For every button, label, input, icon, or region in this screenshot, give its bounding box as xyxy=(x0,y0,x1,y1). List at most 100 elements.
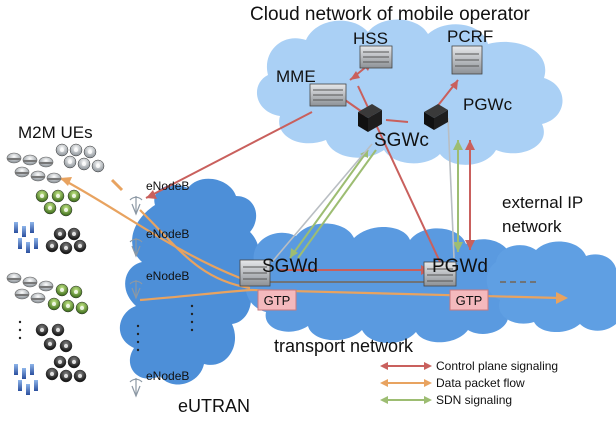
m2m-device-icon xyxy=(43,201,57,215)
sgwc-sdn-switch-icon xyxy=(358,104,382,132)
plain-links xyxy=(271,117,455,263)
m2m-device-icon xyxy=(53,355,67,369)
m2m-device-icon xyxy=(22,368,26,379)
m2m-device-icon xyxy=(26,242,30,253)
m2m-device-icon xyxy=(46,172,62,184)
gtp-label-sgwd: GTP xyxy=(264,293,291,308)
data-flow-arrowheads xyxy=(60,177,568,304)
enodeb-antennas xyxy=(129,196,143,398)
legend-label-sdn: SDN signaling xyxy=(436,393,512,407)
transport-network-label: transport network xyxy=(274,336,414,356)
legend-item-control: Control plane signaling xyxy=(380,359,558,373)
legend: Control plane signaling Data packet flow… xyxy=(380,359,558,407)
m2m-device-icon xyxy=(67,189,81,203)
m2m-device-icon xyxy=(51,323,65,337)
m2m-device-icon xyxy=(18,238,22,249)
m2m-device-icon xyxy=(75,301,89,315)
sdn-link-sgwc-sgwd xyxy=(289,149,369,259)
antenna-icon xyxy=(129,378,143,398)
m2m-device-icon xyxy=(53,227,67,241)
mme-label: MME xyxy=(276,67,316,86)
m2m-device-icon xyxy=(38,280,54,292)
m2m-device-icon xyxy=(45,239,59,253)
m2m-device-icon xyxy=(59,339,73,353)
m2m-device-icon xyxy=(30,222,34,233)
antenna-icon xyxy=(129,238,143,258)
m2m-device-icon xyxy=(69,143,83,157)
external-ip-label-1: external IP xyxy=(502,193,583,212)
m2m-device-icon xyxy=(22,154,38,166)
m2m-device-icon xyxy=(77,157,91,171)
ellipsis-dots xyxy=(18,304,194,352)
m2m-device-icon xyxy=(14,288,30,300)
pgwd-label: PGWd xyxy=(432,256,488,277)
operator-cloud xyxy=(256,19,563,165)
m2m-device-icon xyxy=(26,384,30,395)
m2m-device-icon xyxy=(83,145,97,159)
m2m-device-icon xyxy=(69,285,83,299)
m2m-device-icon xyxy=(14,166,30,178)
m2m-device-icon xyxy=(67,355,81,369)
m2m-device-icon xyxy=(67,227,81,241)
m2m-device-icon xyxy=(63,155,77,169)
m2m-device-icon xyxy=(35,189,49,203)
eutran-label: eUTRAN xyxy=(178,396,250,416)
m2m-device-icon xyxy=(61,299,75,313)
transport-cloud xyxy=(245,223,526,344)
enodeb-label-4: eNodeB xyxy=(146,369,189,383)
legend-label-control: Control plane signaling xyxy=(436,359,558,373)
m2m-device-icon xyxy=(47,297,61,311)
m2m-device-icon xyxy=(22,226,26,237)
m2m-device-icon xyxy=(55,143,69,157)
m2m-device-icon xyxy=(14,364,18,375)
control-link-mme-enodeb xyxy=(145,111,313,199)
m2m-device-icon xyxy=(35,323,49,337)
gtp-box-sgwd: GTP xyxy=(257,289,297,311)
m2m-ues-label: M2M UEs xyxy=(18,123,93,142)
data-packet-flow xyxy=(59,177,561,302)
m2m-device-icon xyxy=(73,369,87,383)
m2m-device-icon xyxy=(22,276,38,288)
sgwd-label: SGWd xyxy=(262,256,318,277)
legend-label-data: Data packet flow xyxy=(436,376,525,390)
m2m-device-icon xyxy=(59,369,73,383)
m2m-device-icon xyxy=(6,152,22,164)
cloud-title: Cloud network of mobile operator xyxy=(250,4,531,25)
m2m-device-icon xyxy=(34,380,38,391)
m2m-device-icon xyxy=(30,364,34,375)
legend-item-data: Data packet flow xyxy=(380,376,525,390)
antenna-icon xyxy=(129,280,143,300)
external-ip-label-2: network xyxy=(502,217,562,236)
control-link-hss-sgwc xyxy=(385,119,409,123)
m2m-device-icon xyxy=(51,189,65,203)
m2m-device-icon xyxy=(30,170,46,182)
pgwc-label: PGWc xyxy=(463,95,513,114)
m2m-device-icon xyxy=(34,238,38,249)
m2m-device-icon xyxy=(59,203,73,217)
m2m-device-icon xyxy=(14,222,18,233)
m2m-device-icon xyxy=(30,292,46,304)
pcrf-server-icon xyxy=(451,45,483,75)
enodeb-label-1: eNodeB xyxy=(146,179,189,193)
m2m-device-icon xyxy=(45,367,59,381)
pgwc-sdn-switch-icon xyxy=(424,104,448,130)
m2m-ue-devices xyxy=(6,143,105,395)
sgwc-label: SGWc xyxy=(374,130,429,151)
m2m-device-icon xyxy=(6,272,22,284)
m2m-device-icon xyxy=(38,156,54,168)
enodeb-label-3: eNodeB xyxy=(146,269,189,283)
legend-item-sdn: SDN signaling xyxy=(380,393,512,407)
m2m-device-icon xyxy=(55,283,69,297)
m2m-device-icon xyxy=(18,380,22,391)
pcrf-label: PCRF xyxy=(447,27,493,46)
antenna-icon xyxy=(129,196,143,216)
enodeb-label-2: eNodeB xyxy=(146,227,189,241)
pgwd-server-icon xyxy=(423,261,457,287)
hss-server-icon xyxy=(359,45,393,69)
m2m-device-icon xyxy=(59,241,73,255)
eutran-cloud xyxy=(119,178,260,385)
gtp-label-pgwd: GTP xyxy=(456,293,483,308)
hss-label: HSS xyxy=(353,29,388,48)
gtp-box-pgwd: GTP xyxy=(449,289,489,311)
